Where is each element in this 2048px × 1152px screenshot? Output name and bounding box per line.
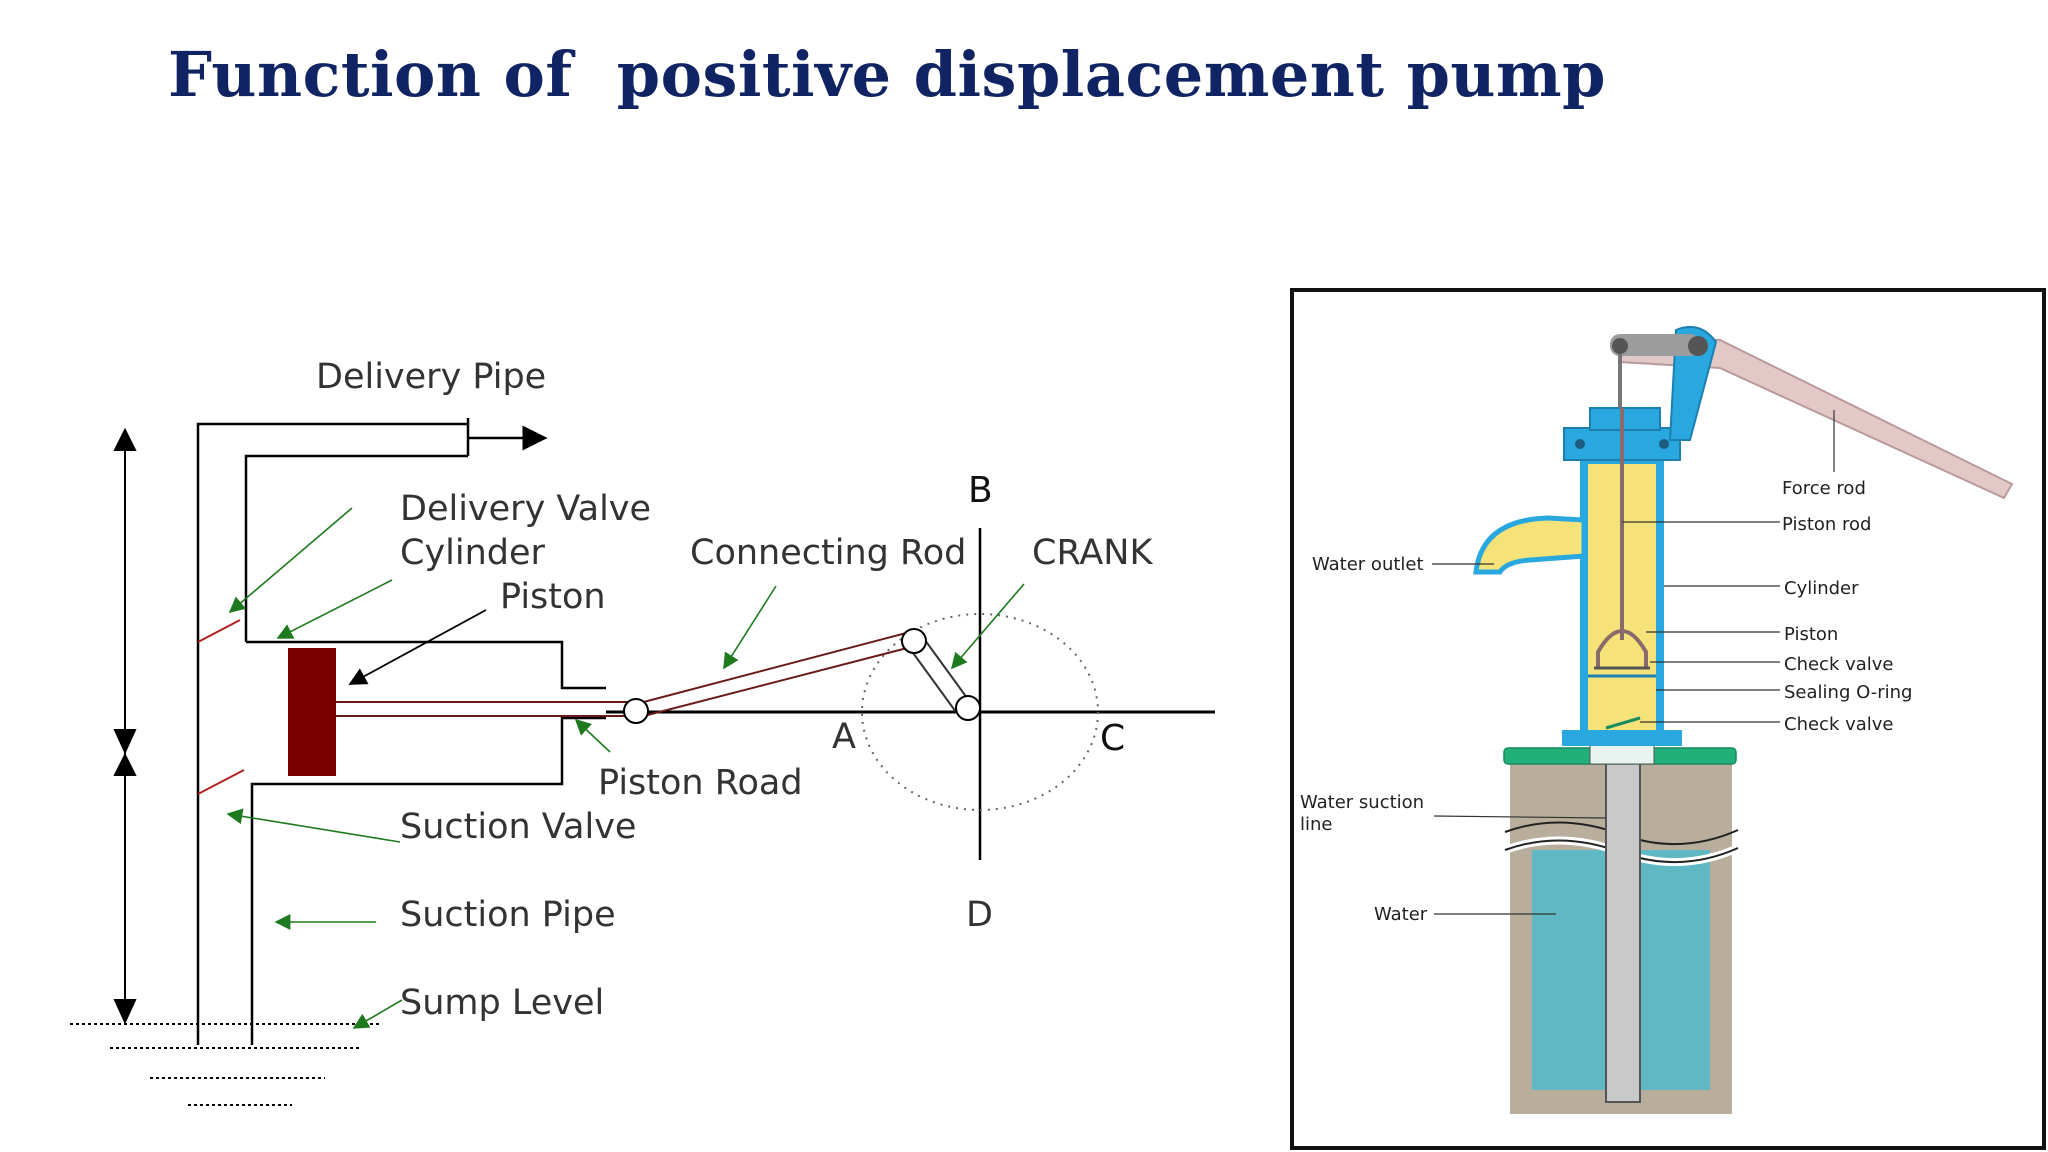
crank-shaft-joint xyxy=(955,695,981,721)
label-piston-rod: Piston rod xyxy=(1782,514,1871,535)
crank-circle xyxy=(861,613,1099,811)
delivery-valve xyxy=(197,619,241,643)
piston-rod xyxy=(336,701,630,717)
arrow-delivery-valve xyxy=(228,507,353,614)
label-pointer-arrows xyxy=(226,507,1025,1029)
arrow-piston-road xyxy=(574,718,611,753)
arrow-sump-level xyxy=(352,999,403,1029)
check-valve-lower xyxy=(1605,716,1641,730)
label-point-d: D xyxy=(966,895,993,935)
suction-valve xyxy=(197,769,245,795)
label-check-valve-lower: Check valve xyxy=(1784,714,1894,735)
connecting-rod xyxy=(635,631,916,719)
height-dimension-arrows xyxy=(113,427,137,1025)
label-delivery-pipe: Delivery Pipe xyxy=(316,357,546,397)
arrow-connecting-rod xyxy=(723,585,777,670)
label-water: Water xyxy=(1374,904,1428,925)
arrow-piston xyxy=(348,609,487,685)
hand-pump-illustration: Force rod Piston rod Water outlet Cylind… xyxy=(1290,288,2046,1150)
label-force-rod: Force rod xyxy=(1782,478,1866,499)
label-point-c: C xyxy=(1100,718,1125,759)
label-piston-pump: Piston xyxy=(1784,624,1838,645)
label-piston: Piston xyxy=(500,577,606,617)
label-check-valve-upper: Check valve xyxy=(1784,654,1894,675)
label-sealing-o-ring: Sealing O-ring xyxy=(1784,682,1913,703)
water-outlet-spout xyxy=(1473,515,1587,575)
arrow-crank xyxy=(950,583,1025,670)
page-title: Function of positive displacement pump xyxy=(168,38,1606,111)
piston xyxy=(1596,629,1648,668)
reciprocating-pump-schematic: Delivery Pipe Delivery Valve Cylinder Pi… xyxy=(70,357,1215,1106)
label-suction-valve: Suction Valve xyxy=(400,807,636,847)
label-point-b: B xyxy=(968,470,993,511)
sump-level xyxy=(70,1023,380,1106)
arrow-suction-valve xyxy=(226,808,401,843)
label-cylinder-pump: Cylinder xyxy=(1784,578,1859,599)
leader-lines xyxy=(1432,410,1835,915)
piston-block xyxy=(288,648,336,776)
cylinder-body xyxy=(246,640,606,1045)
label-sump-level: Sump Level xyxy=(400,983,604,1023)
water-suction-pipe xyxy=(1605,761,1641,1103)
label-crank: CRANK xyxy=(1032,533,1153,573)
arrow-cylinder xyxy=(276,579,393,639)
label-cylinder: Cylinder xyxy=(400,533,546,573)
lower-flange xyxy=(1562,730,1682,746)
label-water-suction-line-2: line xyxy=(1300,814,1332,835)
label-water-suction-line: Water suction xyxy=(1300,792,1424,813)
delivery-pipe xyxy=(196,418,548,1045)
label-piston-road: Piston Road xyxy=(598,763,803,803)
label-delivery-valve: Delivery Valve xyxy=(400,489,651,529)
crank-arm xyxy=(907,635,971,713)
label-suction-pipe: Suction Pipe xyxy=(400,895,616,935)
label-connecting-rod: Connecting Rod xyxy=(690,533,966,573)
label-point-a: A xyxy=(832,717,856,757)
crosshead-joint xyxy=(623,698,649,724)
crank-pin-joint xyxy=(901,628,927,654)
label-water-outlet: Water outlet xyxy=(1312,554,1424,575)
